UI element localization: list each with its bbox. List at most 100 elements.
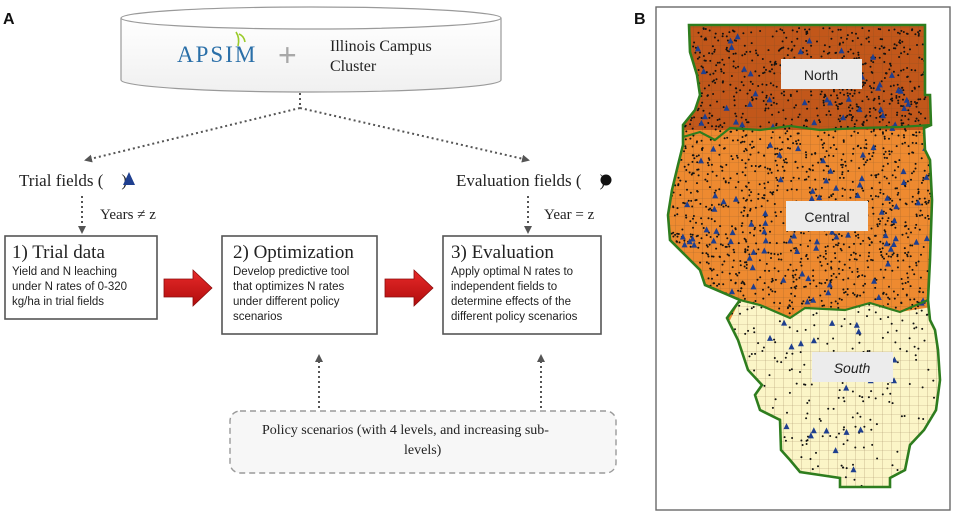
field-point: [843, 426, 845, 429]
field-point: [891, 402, 894, 405]
field-point: [864, 161, 867, 164]
field-point: [915, 358, 918, 361]
field-point: [743, 44, 746, 47]
field-point: [738, 304, 741, 307]
field-point: [762, 100, 765, 102]
field-point: [754, 300, 757, 302]
field-point: [782, 159, 785, 162]
trial-field-marker: [915, 199, 922, 206]
field-point: [710, 114, 713, 117]
field-point: [775, 242, 778, 245]
field-point: [745, 240, 748, 243]
trial-field-marker: [875, 84, 882, 91]
trial-field-marker: [820, 157, 826, 164]
field-point: [735, 91, 738, 94]
field-point: [773, 301, 776, 304]
field-point: [745, 149, 748, 152]
region-central-text: Central: [804, 209, 849, 225]
field-point: [771, 192, 774, 195]
field-point: [843, 291, 846, 294]
trial-field-marker: [895, 87, 902, 93]
field-point: [868, 40, 870, 43]
evaluation-line1: Apply optimal N rates to: [451, 266, 573, 278]
field-point: [830, 94, 832, 97]
field-point: [729, 177, 732, 180]
field-point: [878, 181, 881, 184]
field-point: [888, 137, 890, 140]
trial-field-marker: [777, 176, 784, 183]
field-point: [878, 120, 881, 123]
field-point: [896, 111, 899, 114]
field-point: [889, 64, 892, 67]
field-point: [837, 396, 840, 399]
trial-field-marker: [832, 447, 839, 454]
field-point: [884, 114, 887, 116]
field-point: [842, 139, 845, 142]
trial-field-marker: [854, 192, 861, 198]
field-point: [886, 162, 889, 165]
field-point: [738, 271, 741, 274]
field-point: [731, 266, 734, 269]
field-point: [696, 190, 699, 193]
field-point: [891, 99, 894, 102]
trial-field-marker: [900, 168, 907, 175]
field-point: [759, 138, 762, 141]
field-point: [792, 276, 795, 279]
field-point: [828, 178, 831, 181]
field-point: [777, 270, 780, 273]
field-point: [774, 153, 777, 156]
field-point: [733, 104, 736, 107]
field-point: [883, 257, 885, 260]
field-point: [711, 45, 714, 48]
field-point: [747, 245, 750, 248]
field-point: [674, 184, 677, 187]
field-point: [796, 166, 799, 169]
trial-field-marker: [727, 238, 734, 245]
field-point: [909, 48, 911, 51]
field-point: [879, 188, 882, 191]
field-point: [784, 158, 787, 160]
field-point: [812, 275, 814, 277]
field-point: [874, 174, 877, 177]
field-point: [744, 332, 747, 335]
field-point: [715, 247, 718, 250]
evaluation-line3: determine effects of the: [451, 296, 571, 308]
field-point: [854, 425, 857, 428]
field-point: [911, 172, 913, 175]
field-point: [783, 241, 786, 244]
field-point: [718, 255, 721, 258]
trial-field-marker: [923, 235, 930, 242]
optimization-line1: Develop predictive tool: [233, 266, 349, 278]
field-point: [765, 68, 767, 71]
field-point: [917, 33, 920, 35]
field-point: [795, 142, 798, 145]
field-point: [849, 109, 852, 112]
field-point: [790, 292, 793, 295]
field-point: [911, 244, 914, 247]
field-point: [832, 245, 835, 248]
field-point: [828, 196, 831, 199]
field-point: [735, 129, 738, 132]
field-point: [735, 154, 738, 157]
field-point: [739, 264, 742, 267]
field-point: [730, 279, 732, 282]
field-point: [896, 253, 899, 256]
field-point: [741, 159, 744, 162]
field-point: [786, 137, 789, 140]
field-point: [733, 99, 736, 102]
field-point: [739, 89, 742, 92]
field-point: [824, 155, 826, 158]
field-point: [901, 40, 904, 43]
field-point: [861, 27, 864, 30]
field-point: [824, 250, 827, 252]
field-point: [852, 52, 855, 55]
field-point: [713, 220, 716, 223]
field-point: [744, 174, 747, 177]
field-point: [832, 349, 835, 352]
field-point: [724, 181, 727, 184]
trial-field-marker: [712, 192, 719, 199]
field-point: [685, 169, 688, 171]
field-point: [816, 40, 818, 43]
field-point: [710, 163, 713, 166]
field-point: [824, 257, 827, 260]
